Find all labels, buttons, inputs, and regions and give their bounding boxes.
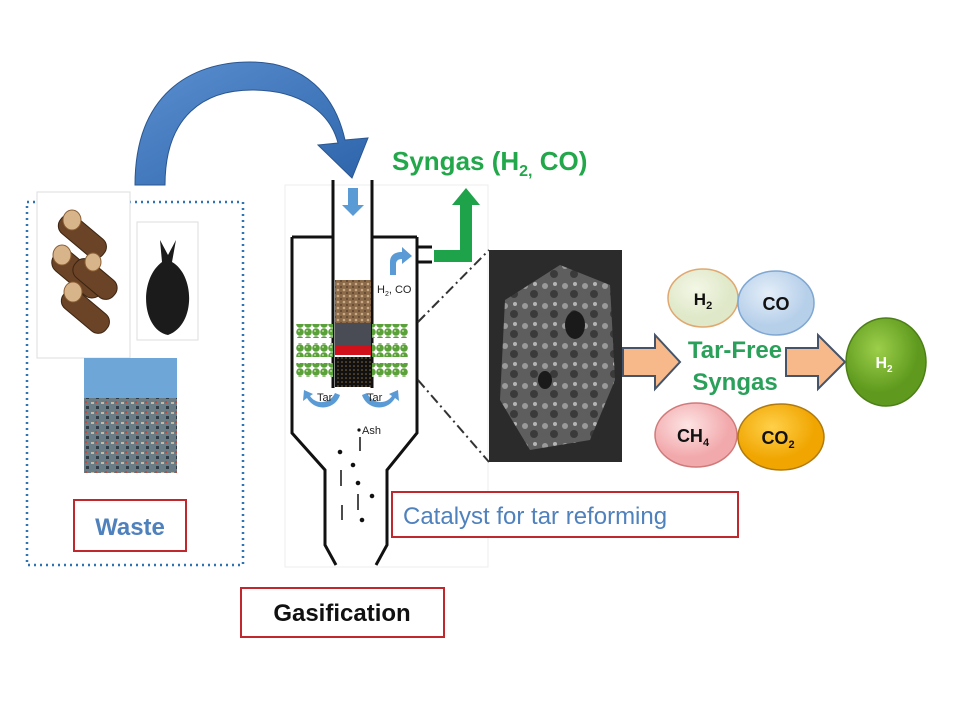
orange-arrow-1-icon <box>622 332 682 392</box>
ch4-bubble: CH4 <box>654 402 738 468</box>
reactor-gas-label: H2, CO <box>377 284 412 298</box>
co-bubble: CO <box>737 270 815 336</box>
tar-free-label: Tar-Free <box>688 337 782 364</box>
gasification-label: Gasification <box>273 600 410 627</box>
svg-text:H2: H2 <box>875 355 893 375</box>
feed-down-arrow-icon <box>342 188 364 216</box>
catalyst-label: Catalyst for tar reforming <box>403 503 667 530</box>
orange-arrow-2-icon <box>785 332 847 392</box>
h2-bubble: H2 <box>667 268 739 328</box>
catalyst-bed-layers <box>296 324 408 377</box>
svg-text:CO2: CO2 <box>761 428 794 451</box>
tar-left-arrow-icon <box>303 390 340 408</box>
landfill-sky <box>84 358 177 398</box>
trash-bag-image <box>136 221 199 341</box>
gas-flow-arrow-icon <box>390 247 412 275</box>
svg-text:CH4: CH4 <box>677 426 710 449</box>
curved-arrow-icon <box>134 61 369 186</box>
tar-right-arrow-icon <box>362 390 399 408</box>
syngas-outlet-arrow-icon <box>434 188 480 262</box>
syngas-label: Syngas <box>692 369 777 396</box>
ash-particles <box>337 437 375 523</box>
tar-left-label: Tar <box>317 392 333 404</box>
catalyst-sem-image <box>489 250 622 462</box>
svg-text:CO: CO <box>763 294 790 314</box>
syngas-title: Syngas (H2, CO) <box>392 146 587 180</box>
gasification-label-box <box>240 587 445 638</box>
tar-right-label: Tar <box>367 392 383 404</box>
wood-logs-image <box>36 191 131 359</box>
waste-group-box <box>25 200 245 567</box>
zoom-guide-lines <box>417 249 490 463</box>
ash-label: Ash <box>362 425 381 437</box>
co2-bubble: CO2 <box>737 403 825 471</box>
catalyst-label-box <box>391 491 739 538</box>
waste-label-box <box>73 499 187 552</box>
waste-label: Waste <box>95 514 165 541</box>
svg-text:H2: H2 <box>694 290 712 312</box>
final-h2-bubble: H2 <box>845 317 927 407</box>
